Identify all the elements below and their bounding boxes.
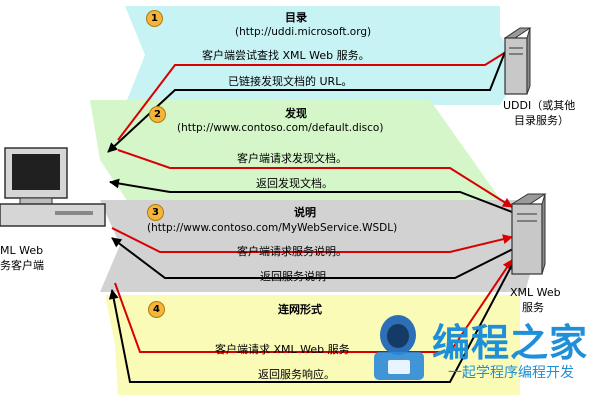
watermark-title: 编程之家: [432, 321, 589, 365]
step-3-title: 说明: [294, 206, 316, 219]
uddi-server-icon: [503, 27, 532, 95]
step-1-request: 客户端尝试查找 XML Web 服务。: [202, 49, 370, 62]
step-3-request: 客户端请求服务说明。: [237, 245, 347, 258]
service-label-line-2: 服务: [522, 301, 544, 314]
step-2-request: 客户端请求发现文档。: [237, 152, 347, 165]
band-step-3: [100, 200, 540, 292]
watermark-subtitle: 一起学程序编程开发: [448, 365, 574, 381]
web-service-server-icon: [510, 193, 547, 275]
step-3-response: 返回服务说明: [260, 270, 326, 283]
arrow-response-3: [111, 237, 516, 279]
arrow-response-4: [108, 264, 513, 383]
step-4-response: 返回服务响应。: [258, 368, 335, 381]
step-1-url: (http://uddi.microsoft.org): [235, 26, 372, 38]
watermark-logo-icon: [374, 315, 424, 380]
service-label-line-1: XML Web: [510, 286, 561, 299]
step-1-response: 已链接发现文档的 URL。: [228, 75, 353, 88]
band-step-1: [125, 6, 522, 105]
step-4-request: 客户端请求 XML Web 服务: [215, 343, 350, 356]
step-4-number: 4: [148, 301, 165, 318]
band-step-2: [90, 100, 515, 220]
arrow-request-2: [117, 149, 513, 208]
arrow-response-2: [109, 178, 513, 213]
arrow-request-4: [114, 259, 513, 353]
arrow-response-1: [107, 51, 506, 153]
client-label-line-1: ML Web: [0, 244, 44, 257]
client-computer-icon: [0, 147, 106, 227]
step-3-number: 3: [147, 204, 164, 221]
step-1-number: 1: [146, 10, 163, 27]
uddi-label-line-1: UDDI（或其他: [503, 99, 576, 112]
uddi-label-line-2: 目录服务）: [514, 114, 569, 127]
step-2-url: (http://www.contoso.com/default.disco): [177, 122, 384, 134]
step-2-response: 返回发现文档。: [256, 177, 333, 190]
step-1-title: 目录: [285, 11, 307, 24]
step-2-title: 发现: [285, 107, 307, 120]
step-4-title: 连网形式: [278, 303, 322, 316]
arrow-request-3: [111, 227, 513, 253]
client-label-line-2: 务客户端: [0, 259, 44, 272]
step-2-number: 2: [149, 106, 166, 123]
step-3-url: (http://www.contoso.com/MyWebService.WSD…: [147, 222, 398, 234]
